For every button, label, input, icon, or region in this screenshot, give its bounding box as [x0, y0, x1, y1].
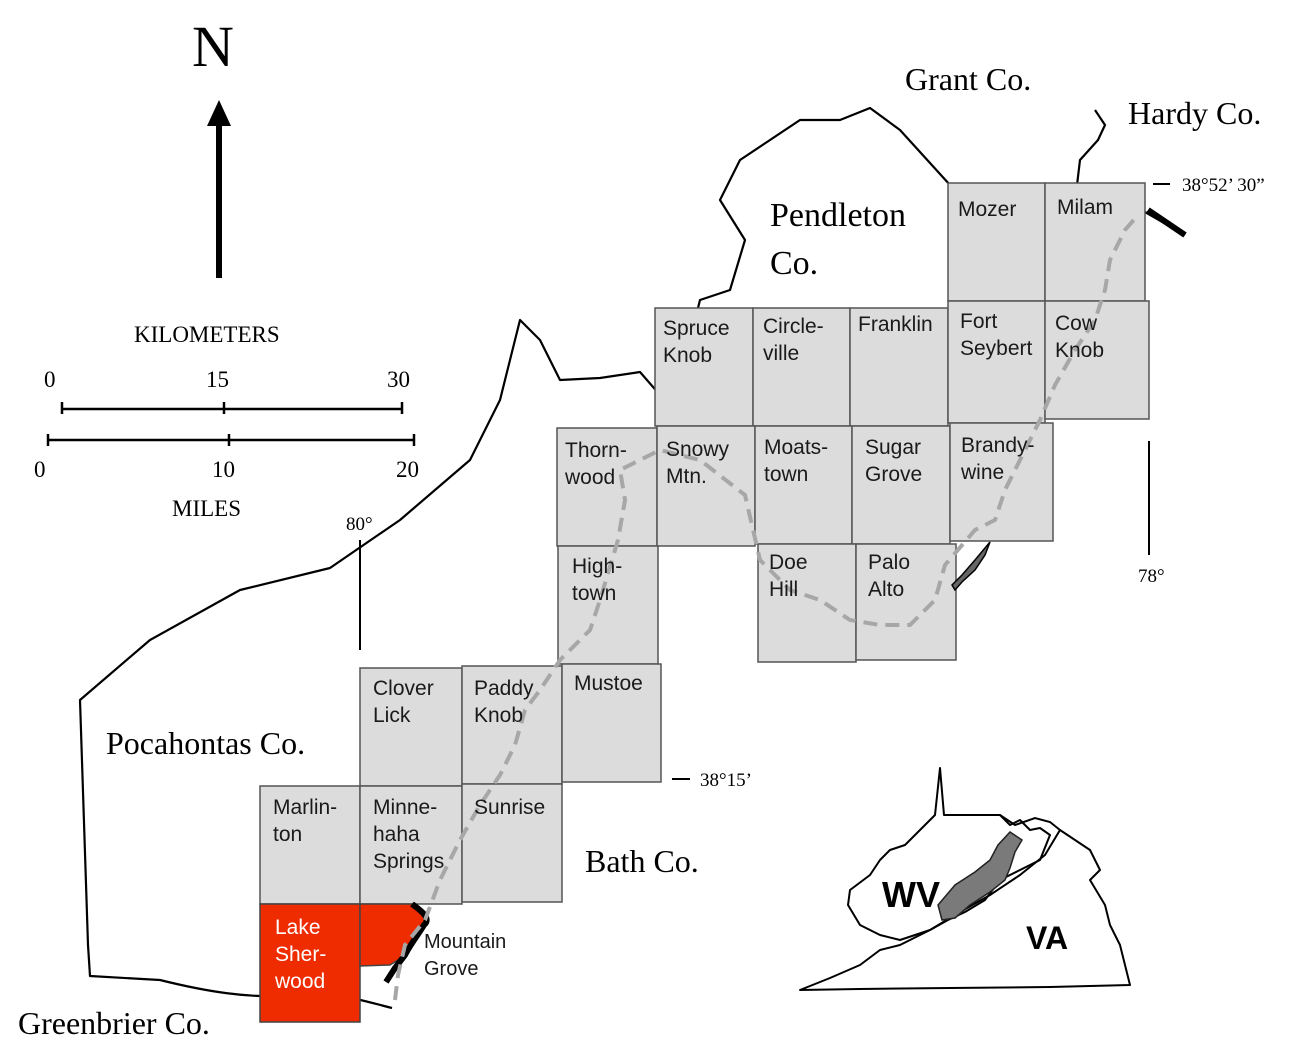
pendleton-county-label-line1: Pendleton: [770, 197, 906, 234]
pendleton-county-label-line2: Co.: [770, 245, 818, 282]
km-tick-15: 15: [206, 367, 229, 392]
trail-line: [393, 213, 1140, 1001]
mi-tick-10: 10: [212, 457, 235, 482]
quad-sugar-grove: [851, 425, 951, 545]
quad-sunrise: [461, 783, 563, 903]
hardy-county-label: Hardy Co.: [1128, 95, 1261, 131]
quad-label-sugar-grove: Sugar: [865, 436, 921, 459]
quad-label-franklin: Franklin: [858, 313, 933, 336]
pocahontas-county-label: Pocahontas Co.: [106, 725, 305, 761]
quad-cow-knob: [1044, 300, 1150, 420]
quad-label-cow-knob: Knob: [1055, 339, 1104, 362]
quad-label-fort-seybert: Fort: [960, 310, 998, 333]
quad-label-marlinton: ton: [273, 823, 302, 846]
va-outline: [799, 829, 1131, 991]
quad-mustoe: [561, 663, 662, 783]
quad-palo-alto: [855, 543, 957, 661]
quad-label-mustoe: Mustoe: [574, 672, 643, 695]
quad-label-sugar-grove: Grove: [865, 463, 922, 486]
quad-clover-lick: [359, 667, 463, 787]
quad-label-fort-seybert: Seybert: [960, 337, 1033, 360]
mi-tick-20: 20: [396, 457, 419, 482]
quad-label-spruce-knob: Spruce: [663, 317, 730, 340]
quad-label-paddy-knob: Knob: [474, 704, 523, 727]
hardy-boundary: [1075, 109, 1107, 186]
quad-mozer: [947, 182, 1046, 302]
quad-label-snowy-mtn: Mtn.: [666, 465, 707, 488]
quad-label-clover-lick: Clover: [373, 677, 434, 700]
quad-label-moatstown: Moats-: [764, 436, 828, 459]
greenbrier-county-label: Greenbrier Co.: [18, 1005, 210, 1041]
quad-label-hightown: High-: [572, 555, 622, 578]
md-border: [944, 814, 1061, 831]
km-title: KILOMETERS: [134, 322, 280, 347]
quad-label-palo-alto: Palo: [868, 551, 910, 574]
quad-lake-sherwood: [259, 903, 361, 1023]
north-label: N: [192, 14, 234, 79]
mountain-grove-label-line1: Mountain: [424, 931, 506, 953]
mi-tick-0: 0: [34, 457, 46, 482]
scale-bar: KILOMETERS 0 15 30 0 10 20 MILES: [34, 322, 419, 521]
lat-south-label: 38°15’: [700, 770, 752, 791]
quad-label-doe-hill: Hill: [769, 578, 798, 601]
north-arrow: N: [192, 14, 234, 278]
quad-label-minnehaha-springs: Minne-: [373, 796, 437, 819]
quad-label-lake-sherwood: Lake: [275, 916, 321, 939]
pendleton-boundary-tick-bold: [1146, 207, 1187, 238]
quad-label-circleville: ville: [763, 342, 799, 365]
quad-label-clover-lick: Lick: [373, 704, 411, 727]
quad-label-lake-sherwood: wood: [274, 970, 325, 993]
lon-east-label: 78°: [1138, 566, 1165, 587]
quad-label-marlinton: Marlin-: [273, 796, 337, 819]
quad-label-paddy-knob: Paddy: [474, 677, 534, 700]
quad-label-brandywine: Brandy-: [961, 434, 1035, 457]
grant-county-label: Grant Co.: [905, 61, 1031, 97]
quad-label-spruce-knob: Knob: [663, 344, 712, 367]
inset-va-label: VA: [1026, 920, 1068, 956]
quad-grid: [259, 182, 1150, 1023]
study-area-inset: [937, 831, 1024, 921]
quad-label-hightown: town: [572, 582, 616, 605]
quad-label-doe-hill: Doe: [769, 551, 808, 574]
quad-label-thornwood: Thorn-: [565, 439, 627, 462]
mi-title: MILES: [172, 496, 241, 521]
quad-label-cow-knob: Cow: [1055, 312, 1098, 335]
quad-minnehaha-springs: [359, 785, 463, 905]
quad-label-sunrise: Sunrise: [474, 796, 545, 819]
quad-circleville: [752, 307, 851, 427]
km-tick-0: 0: [44, 367, 56, 392]
quad-label-minnehaha-springs: haha: [373, 823, 420, 846]
quad-label-moatstown: town: [764, 463, 808, 486]
quad-label-palo-alto: Alto: [868, 578, 904, 601]
inset-wv-label: WV: [882, 874, 940, 915]
quad-label-milam: Milam: [1057, 196, 1113, 219]
quad-snowy-mtn: [656, 425, 756, 547]
mountain-grove-label-line2: Grove: [424, 958, 478, 980]
km-tick-30: 30: [387, 367, 410, 392]
quad-label-lake-sherwood: Sher-: [275, 943, 326, 966]
north-arrow-head: [207, 100, 231, 126]
bath-county-label: Bath Co.: [585, 843, 699, 879]
quad-doe-hill: [757, 543, 857, 663]
quad-fort-seybert: [947, 300, 1046, 424]
quad-milam: [1044, 182, 1146, 302]
inset-map: WV VA: [799, 767, 1131, 991]
lat-north-label: 38°52’ 30”: [1182, 175, 1265, 196]
boundary-shaded-segment: [951, 541, 991, 592]
quad-label-circleville: Circle-: [763, 315, 824, 338]
quad-label-snowy-mtn: Snowy: [666, 438, 730, 461]
quad-spruce-knob: [654, 307, 754, 427]
quad-label-brandywine: wine: [960, 461, 1004, 484]
quad-label-thornwood: wood: [564, 466, 615, 489]
mountain-grove-boundary: [383, 901, 430, 984]
quad-label-minnehaha-springs: Springs: [373, 850, 444, 873]
quad-label-mozer: Mozer: [958, 198, 1016, 221]
quad-brandywine: [949, 422, 1054, 542]
quad-paddy-knob: [461, 665, 563, 785]
quad-moatstown: [754, 425, 853, 545]
lon-west-label: 80°: [346, 514, 373, 535]
